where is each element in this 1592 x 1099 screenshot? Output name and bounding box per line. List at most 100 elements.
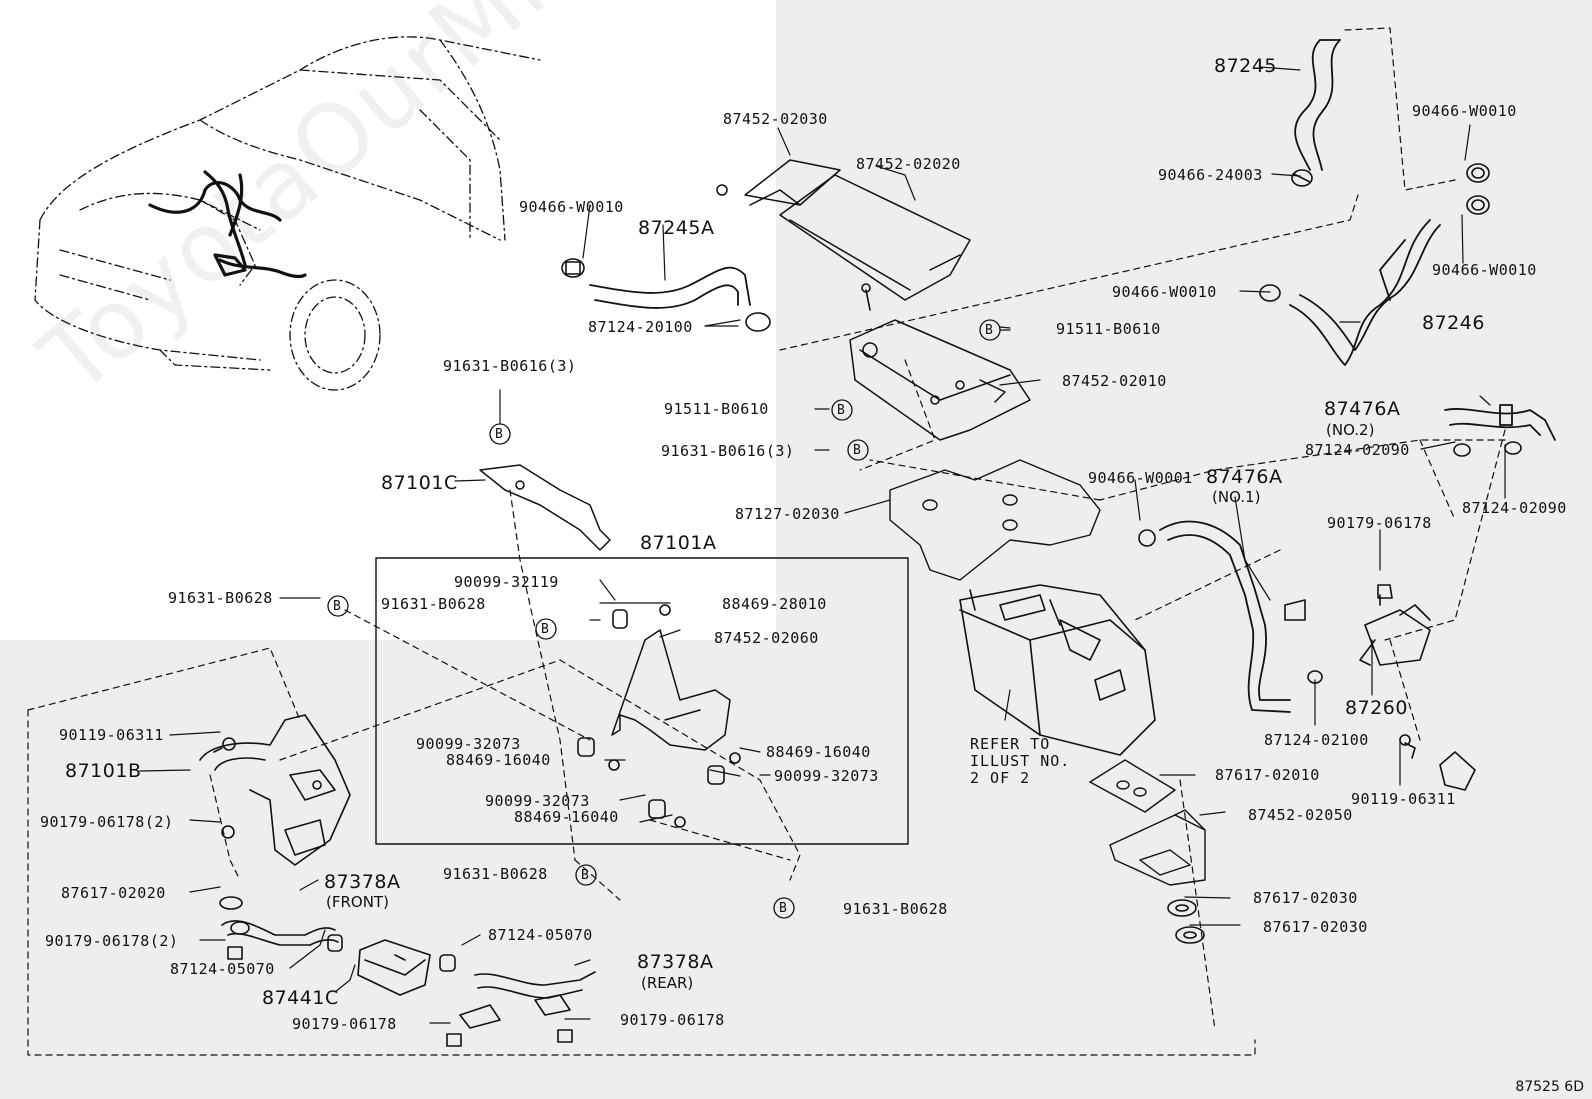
part-label-88469-28010[interactable]: 88469-28010 <box>722 595 827 613</box>
part-label-87617-02010[interactable]: 87617-02010 <box>1215 766 1320 784</box>
part-label-87260[interactable]: 87260 <box>1345 697 1408 719</box>
bolt-marker-b: B <box>333 599 342 614</box>
pad-87127-02030 <box>889 459 1101 581</box>
bolt-icon <box>213 737 236 753</box>
part-label-87101a[interactable]: 87101A <box>640 532 717 554</box>
clip-icon <box>729 752 741 764</box>
bracket-87452-02050 <box>1109 809 1206 886</box>
part-label-87617-02020[interactable]: 87617-02020 <box>61 884 166 902</box>
part-label-87124-02090[interactable]: 87124-02090 <box>1305 441 1410 459</box>
bracket-87452-02010 <box>849 319 1031 441</box>
part-label-87617-02030[interactable]: 87617-02030 <box>1253 889 1358 907</box>
part-label-88469-16040[interactable]: 88469-16040 <box>446 751 551 769</box>
clamp-icon <box>1291 169 1313 187</box>
part-label-90466-w0010[interactable]: 90466-W0010 <box>1432 261 1537 279</box>
part-label-87101c[interactable]: 87101C <box>381 472 458 494</box>
part-label-90179-06178[interactable]: 90179-06178 <box>620 1011 725 1029</box>
clamp-icon <box>1259 284 1281 302</box>
part-label-87452-02030[interactable]: 87452-02030 <box>723 110 828 128</box>
part-label-91511-b0610[interactable]: 91511-B0610 <box>664 400 769 418</box>
part-label-88469-16040[interactable]: 88469-16040 <box>514 808 619 826</box>
part-label-87452-02020[interactable]: 87452-02020 <box>856 155 961 173</box>
part-label-90466-w0010[interactable]: 90466-W0010 <box>519 198 624 216</box>
part-label-91631-b0628[interactable]: 91631-B0628 <box>443 865 548 883</box>
background-panel-bottom <box>0 640 1592 1099</box>
dashed-guides <box>27 27 1506 1056</box>
clip-icon <box>659 604 671 616</box>
part-label-90099-32073[interactable]: 90099-32073 <box>485 792 590 810</box>
part-label-87127-02030[interactable]: 87127-02030 <box>735 505 840 523</box>
part-label-87124-05070[interactable]: 87124-05070 <box>170 960 275 978</box>
part-label-91631-b0628[interactable]: 91631-B0628 <box>381 595 486 613</box>
bolt-marker-b: B <box>779 901 788 916</box>
part-label-87378a[interactable]: 87378A <box>324 871 401 893</box>
part-label-90466-24003[interactable]: 90466-24003 <box>1158 166 1263 184</box>
bolt-marker-leaders <box>499 329 1011 425</box>
part-label-87452-02050[interactable]: 87452-02050 <box>1248 806 1353 824</box>
part-sublabel-front: (FRONT) <box>326 893 389 911</box>
clamp-icon <box>561 258 585 278</box>
part-label-87452-02060[interactable]: 87452-02060 <box>714 629 819 647</box>
part-label-87441c[interactable]: 87441C <box>262 987 339 1009</box>
part-label-87476a[interactable]: 87476A <box>1324 398 1401 420</box>
part-label-87124-05070[interactable]: 87124-05070 <box>488 926 593 944</box>
wiring-harness-icon <box>148 170 307 279</box>
part-label-87245a[interactable]: 87245A <box>638 217 715 239</box>
part-label-90179-06178[interactable]: 90179-06178 <box>292 1015 397 1033</box>
part-label-90466-w0001[interactable]: 90466-W0001 <box>1088 469 1193 487</box>
grommet-icon <box>577 737 595 757</box>
bracket-87101c <box>479 464 611 551</box>
part-label-90119-06311[interactable]: 90119-06311 <box>1351 790 1456 808</box>
assembly-87101a-box <box>375 557 909 845</box>
part-label-90179-06178-2[interactable]: 90179-06178(2) <box>45 932 179 950</box>
bracket-87452-02060 <box>611 629 731 751</box>
part-sublabel-no2: (NO.2) <box>1326 421 1375 439</box>
part-label-87246[interactable]: 87246 <box>1422 312 1485 334</box>
part-label-87378a[interactable]: 87378A <box>637 951 714 973</box>
part-label-90466-w0010[interactable]: 90466-W0010 <box>1412 102 1517 120</box>
cover-87452-02020 <box>779 174 971 301</box>
part-label-90099-32073[interactable]: 90099-32073 <box>774 767 879 785</box>
part-label-91511-b0610[interactable]: 91511-B0610 <box>1056 320 1161 338</box>
clamp-icon <box>1453 443 1471 457</box>
part-label-87124-20100[interactable]: 87124-20100 <box>588 318 693 336</box>
clamp-icon <box>1466 163 1490 183</box>
clamp-icon <box>1307 670 1323 684</box>
bolt-marker-b: B <box>853 443 862 458</box>
clamp-icon <box>1504 441 1522 455</box>
figure-code: 87525 6D <box>1515 1079 1584 1095</box>
part-label-87101b[interactable]: 87101B <box>65 760 142 782</box>
clamp-icon <box>439 954 456 972</box>
part-label-91631-b0616[interactable]: 91631-B0616(3) <box>661 442 795 460</box>
part-label-90099-32073[interactable]: 90099-32073 <box>416 735 521 753</box>
part-label-87124-02100[interactable]: 87124-02100 <box>1264 731 1369 749</box>
part-label-91631-b0628[interactable]: 91631-B0628 <box>843 900 948 918</box>
part-label-87124-02090[interactable]: 87124-02090 <box>1462 499 1567 517</box>
part-label-91631-b0628[interactable]: 91631-B0628 <box>168 589 273 607</box>
screw-icon <box>861 283 871 311</box>
part-label-90119-06311[interactable]: 90119-06311 <box>59 726 164 744</box>
hose-87245a <box>589 266 751 309</box>
part-label-90466-w0010[interactable]: 90466-W0010 <box>1112 283 1217 301</box>
grommet-icon <box>612 609 628 629</box>
clip-icon <box>674 816 686 828</box>
hose-87476a-no1 <box>1159 520 1291 713</box>
clip-icon <box>1377 584 1393 599</box>
part-label-90179-06178-2[interactable]: 90179-06178(2) <box>40 813 174 831</box>
part-label-87245[interactable]: 87245 <box>1214 55 1277 77</box>
part-label-90099-32119[interactable]: 90099-32119 <box>454 573 559 591</box>
part-label-91631-b0616[interactable]: 91631-B0616(3) <box>443 357 577 375</box>
part-label-87617-02030[interactable]: 87617-02030 <box>1263 918 1368 936</box>
leader-lines <box>139 66 1506 1024</box>
part-label-87476a[interactable]: 87476A <box>1206 466 1283 488</box>
part-label-88469-16040[interactable]: 88469-16040 <box>766 743 871 761</box>
vehicle-outline <box>34 36 541 391</box>
gasket-87617-02010 <box>1089 759 1176 813</box>
bracket-87452-02030 <box>716 159 841 206</box>
bolt-marker-b: B <box>581 868 590 883</box>
part-label-87452-02010[interactable]: 87452-02010 <box>1062 372 1167 390</box>
part-label-90179-06178[interactable]: 90179-06178 <box>1327 514 1432 532</box>
clip-icon <box>446 1033 462 1047</box>
bolt-marker-b: B <box>985 323 994 338</box>
clamp-icon <box>745 312 771 332</box>
